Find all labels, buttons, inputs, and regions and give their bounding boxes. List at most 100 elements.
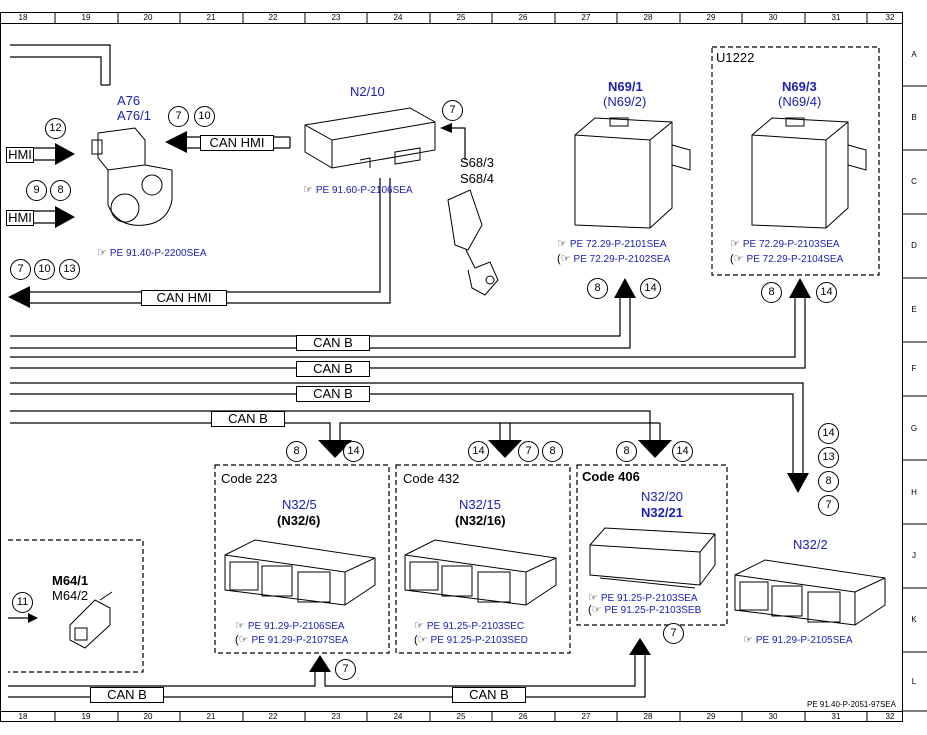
grid-col-label: 30 xyxy=(768,13,778,22)
can-b-bus-label: CAN B xyxy=(296,361,370,377)
n69-3-code: N69/3 xyxy=(782,79,817,94)
pointing-hand-icon: ☞ xyxy=(557,238,567,250)
hmi-arrowheads xyxy=(55,143,75,228)
grid-col-label: 20 xyxy=(143,13,153,22)
pointing-hand-icon: ☞ xyxy=(97,247,107,259)
connection-circle: 8 xyxy=(761,282,782,303)
n32-20-drawing xyxy=(589,527,716,589)
can-b-bus-label: CAN B xyxy=(90,687,164,703)
m64-input-arrow xyxy=(28,613,38,623)
grid-row-label: E xyxy=(911,305,917,314)
grid-col-label-bottom: 25 xyxy=(456,712,466,721)
grid-row-label: B xyxy=(911,113,917,122)
grid-row-label: L xyxy=(911,677,917,686)
n32-20-code: N32/20 xyxy=(641,489,683,504)
connection-circle: 14 xyxy=(343,441,364,462)
grid-col-label-bottom: 32 xyxy=(885,712,895,721)
a76-alt-code: A76/1 xyxy=(117,108,151,123)
connection-circle: 11 xyxy=(12,592,33,613)
can-hmi-mid-arrow xyxy=(8,286,30,308)
grid-row-label: H xyxy=(911,488,917,497)
s68-arrowhead xyxy=(440,123,452,133)
grid-col-label-bottom: 27 xyxy=(581,712,591,721)
pointing-hand-icon: (☞ xyxy=(557,253,571,265)
a76-reference[interactable]: ☞PE 91.40-P-2200SEA xyxy=(97,247,207,259)
code223-group-label: Code 223 xyxy=(221,471,278,486)
grid-col-label-bottom: 28 xyxy=(643,712,653,721)
connection-circle: 7 xyxy=(518,441,539,462)
n69-1-drawing xyxy=(574,117,691,229)
connection-circle: 14 xyxy=(816,282,837,303)
connection-circle: 8 xyxy=(818,471,839,492)
pointing-hand-icon: ☞ xyxy=(414,620,424,632)
hmi-bus-label: HMI xyxy=(6,147,34,163)
grid-col-label: 23 xyxy=(331,13,341,22)
n32-15-drawing xyxy=(404,539,557,606)
n32-20-alt-code: N32/21 xyxy=(641,505,683,520)
connection-circle: 7 xyxy=(10,259,31,280)
n69-3-reference-2[interactable]: (☞PE 72.29-P-2104SEA xyxy=(730,253,844,265)
s68-alt-code: S68/4 xyxy=(460,171,494,186)
n32-20-reference-1[interactable]: ☞PE 91.25-P-2103SEA xyxy=(588,592,698,604)
connection-circle: 10 xyxy=(34,259,55,280)
grid-col-label: 27 xyxy=(581,13,591,22)
n32-15-reference-2[interactable]: (☞PE 91.25-P-2103SED xyxy=(414,634,528,646)
pointing-hand-icon: (☞ xyxy=(414,634,428,646)
n32-5-reference-2[interactable]: (☞PE 91.29-P-2107SEA xyxy=(235,634,349,646)
n69-1-reference-1[interactable]: ☞PE 72.29-P-2101SEA xyxy=(557,238,667,250)
grid-row-label: G xyxy=(910,424,918,433)
code432-group-label: Code 432 xyxy=(403,471,460,486)
s68-code: S68/3 xyxy=(460,155,494,170)
grid-col-label: 28 xyxy=(643,13,653,22)
connection-circle: 14 xyxy=(818,423,839,444)
pointing-hand-icon: (☞ xyxy=(588,604,602,616)
grid-col-label: 21 xyxy=(206,13,216,22)
n2-10-drawing xyxy=(304,107,436,169)
n32-15-alt-code: (N32/16) xyxy=(455,513,506,528)
top-harness xyxy=(10,44,111,86)
grid-col-label-bottom: 20 xyxy=(143,712,153,721)
connection-circle: 8 xyxy=(542,441,563,462)
n32-15-code: N32/15 xyxy=(459,497,501,512)
can-hmi-bus-label: CAN HMI xyxy=(141,290,227,306)
a76-drawing xyxy=(91,127,173,226)
n32-5-code: N32/5 xyxy=(282,497,317,512)
n69-3-reference-1[interactable]: ☞PE 72.29-P-2103SEA xyxy=(730,238,840,250)
s68-arrow xyxy=(450,127,466,160)
grid-ticks xyxy=(54,12,927,722)
pointing-hand-icon: ☞ xyxy=(235,620,245,632)
grid-row-label: F xyxy=(911,364,917,373)
grid-col-label: 24 xyxy=(393,13,403,22)
grid-col-label-bottom: 29 xyxy=(706,712,716,721)
n32-5-reference-1[interactable]: ☞PE 91.29-P-2106SEA xyxy=(235,620,345,632)
grid-col-label: 19 xyxy=(81,13,91,22)
pointing-hand-icon: (☞ xyxy=(235,634,249,646)
n32-2-reference[interactable]: ☞PE 91.29-P-2105SEA xyxy=(743,634,853,646)
grid-frame xyxy=(0,12,927,722)
pointing-hand-icon: ☞ xyxy=(730,238,740,250)
connection-circle: 12 xyxy=(45,118,66,139)
can-b-bus-label: CAN B xyxy=(452,687,526,703)
pointing-hand-icon: ☞ xyxy=(588,592,598,604)
document-reference-footer: PE 91.40-P-2051-97SEA xyxy=(807,700,896,709)
a76-code: A76 xyxy=(117,93,141,108)
m64-drawing xyxy=(69,591,113,649)
n32-20-reference-2[interactable]: (☞PE 91.25-P-2103SEB xyxy=(588,604,702,616)
n2-10-code: N2/10 xyxy=(350,84,385,99)
pointing-hand-icon: ☞ xyxy=(743,634,753,646)
n69-3-alt-code: (N69/4) xyxy=(778,94,822,109)
grid-col-label: 31 xyxy=(831,13,841,22)
code406-group-label: Code 406 xyxy=(582,469,640,484)
grid-row-label: A xyxy=(911,50,917,59)
n69-1-reference-2[interactable]: (☞PE 72.29-P-2102SEA xyxy=(557,253,671,265)
grid-col-label-bottom: 24 xyxy=(393,712,403,721)
grid-row-label: K xyxy=(911,615,917,624)
grid-col-label-bottom: 31 xyxy=(831,712,841,721)
n32-15-reference-1[interactable]: ☞PE 91.25-P-2103SEC xyxy=(414,620,525,632)
n2-10-reference[interactable]: ☞PE 91.60-P-2106SEA xyxy=(303,184,413,196)
grid-col-label-bottom: 30 xyxy=(768,712,778,721)
grid-col-label-bottom: 19 xyxy=(81,712,91,721)
can-b-bus-label: CAN B xyxy=(296,386,370,402)
n32-5-drawing xyxy=(224,539,376,606)
pointing-hand-icon: ☞ xyxy=(303,184,313,196)
